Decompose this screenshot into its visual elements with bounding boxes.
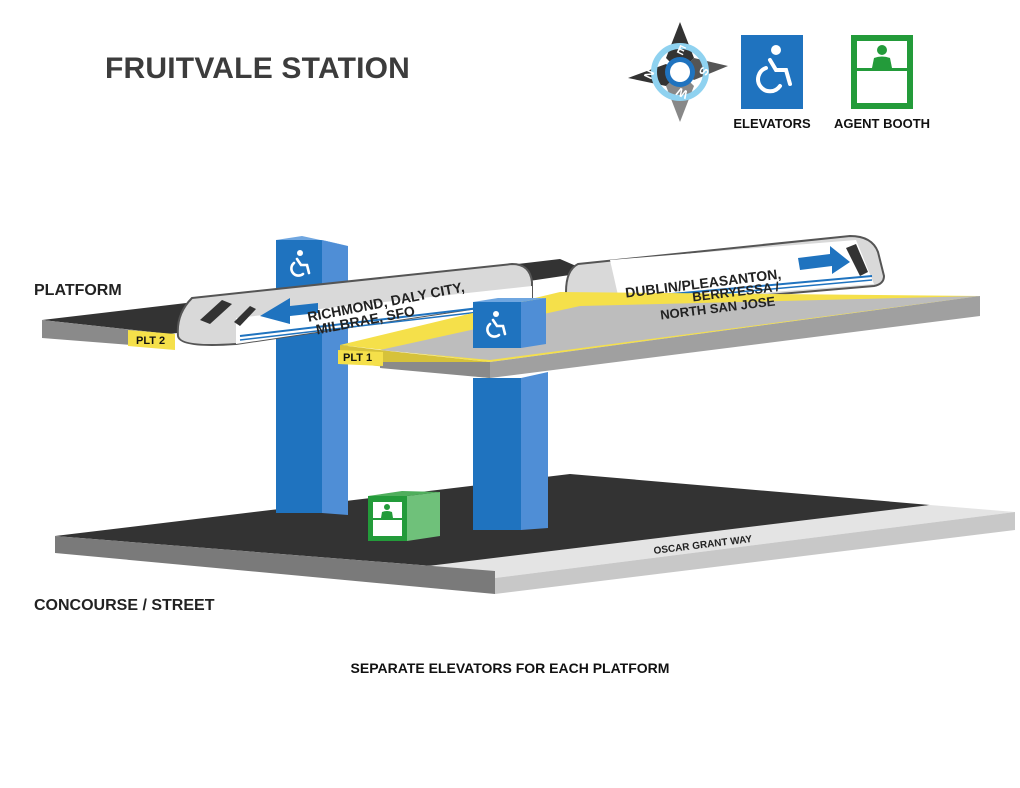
plt1-label: PLT 1 (343, 352, 372, 364)
legend-elevators-label: ELEVATORS (733, 116, 811, 131)
station-title: FRUITVALE STATION (105, 52, 411, 85)
train-right (564, 234, 886, 312)
platform-level-label: PLATFORM (34, 282, 122, 299)
train-left (176, 262, 533, 346)
concourse-level-label: CONCOURSE / STREET (34, 597, 215, 614)
agent-booth (368, 491, 440, 541)
legend-agent-booth-label: AGENT BOOTH (833, 116, 931, 131)
elevator-tower-plt1 (473, 298, 548, 530)
compass-icon: N E S W (628, 22, 728, 122)
elevator-tower-plt2 (276, 236, 348, 515)
legend-elevator-icon (741, 35, 803, 109)
legend-agent-booth-icon (851, 35, 913, 109)
plt2-label: PLT 2 (136, 335, 165, 347)
footer-note: SEPARATE ELEVATORS FOR EACH PLATFORM (350, 660, 670, 676)
